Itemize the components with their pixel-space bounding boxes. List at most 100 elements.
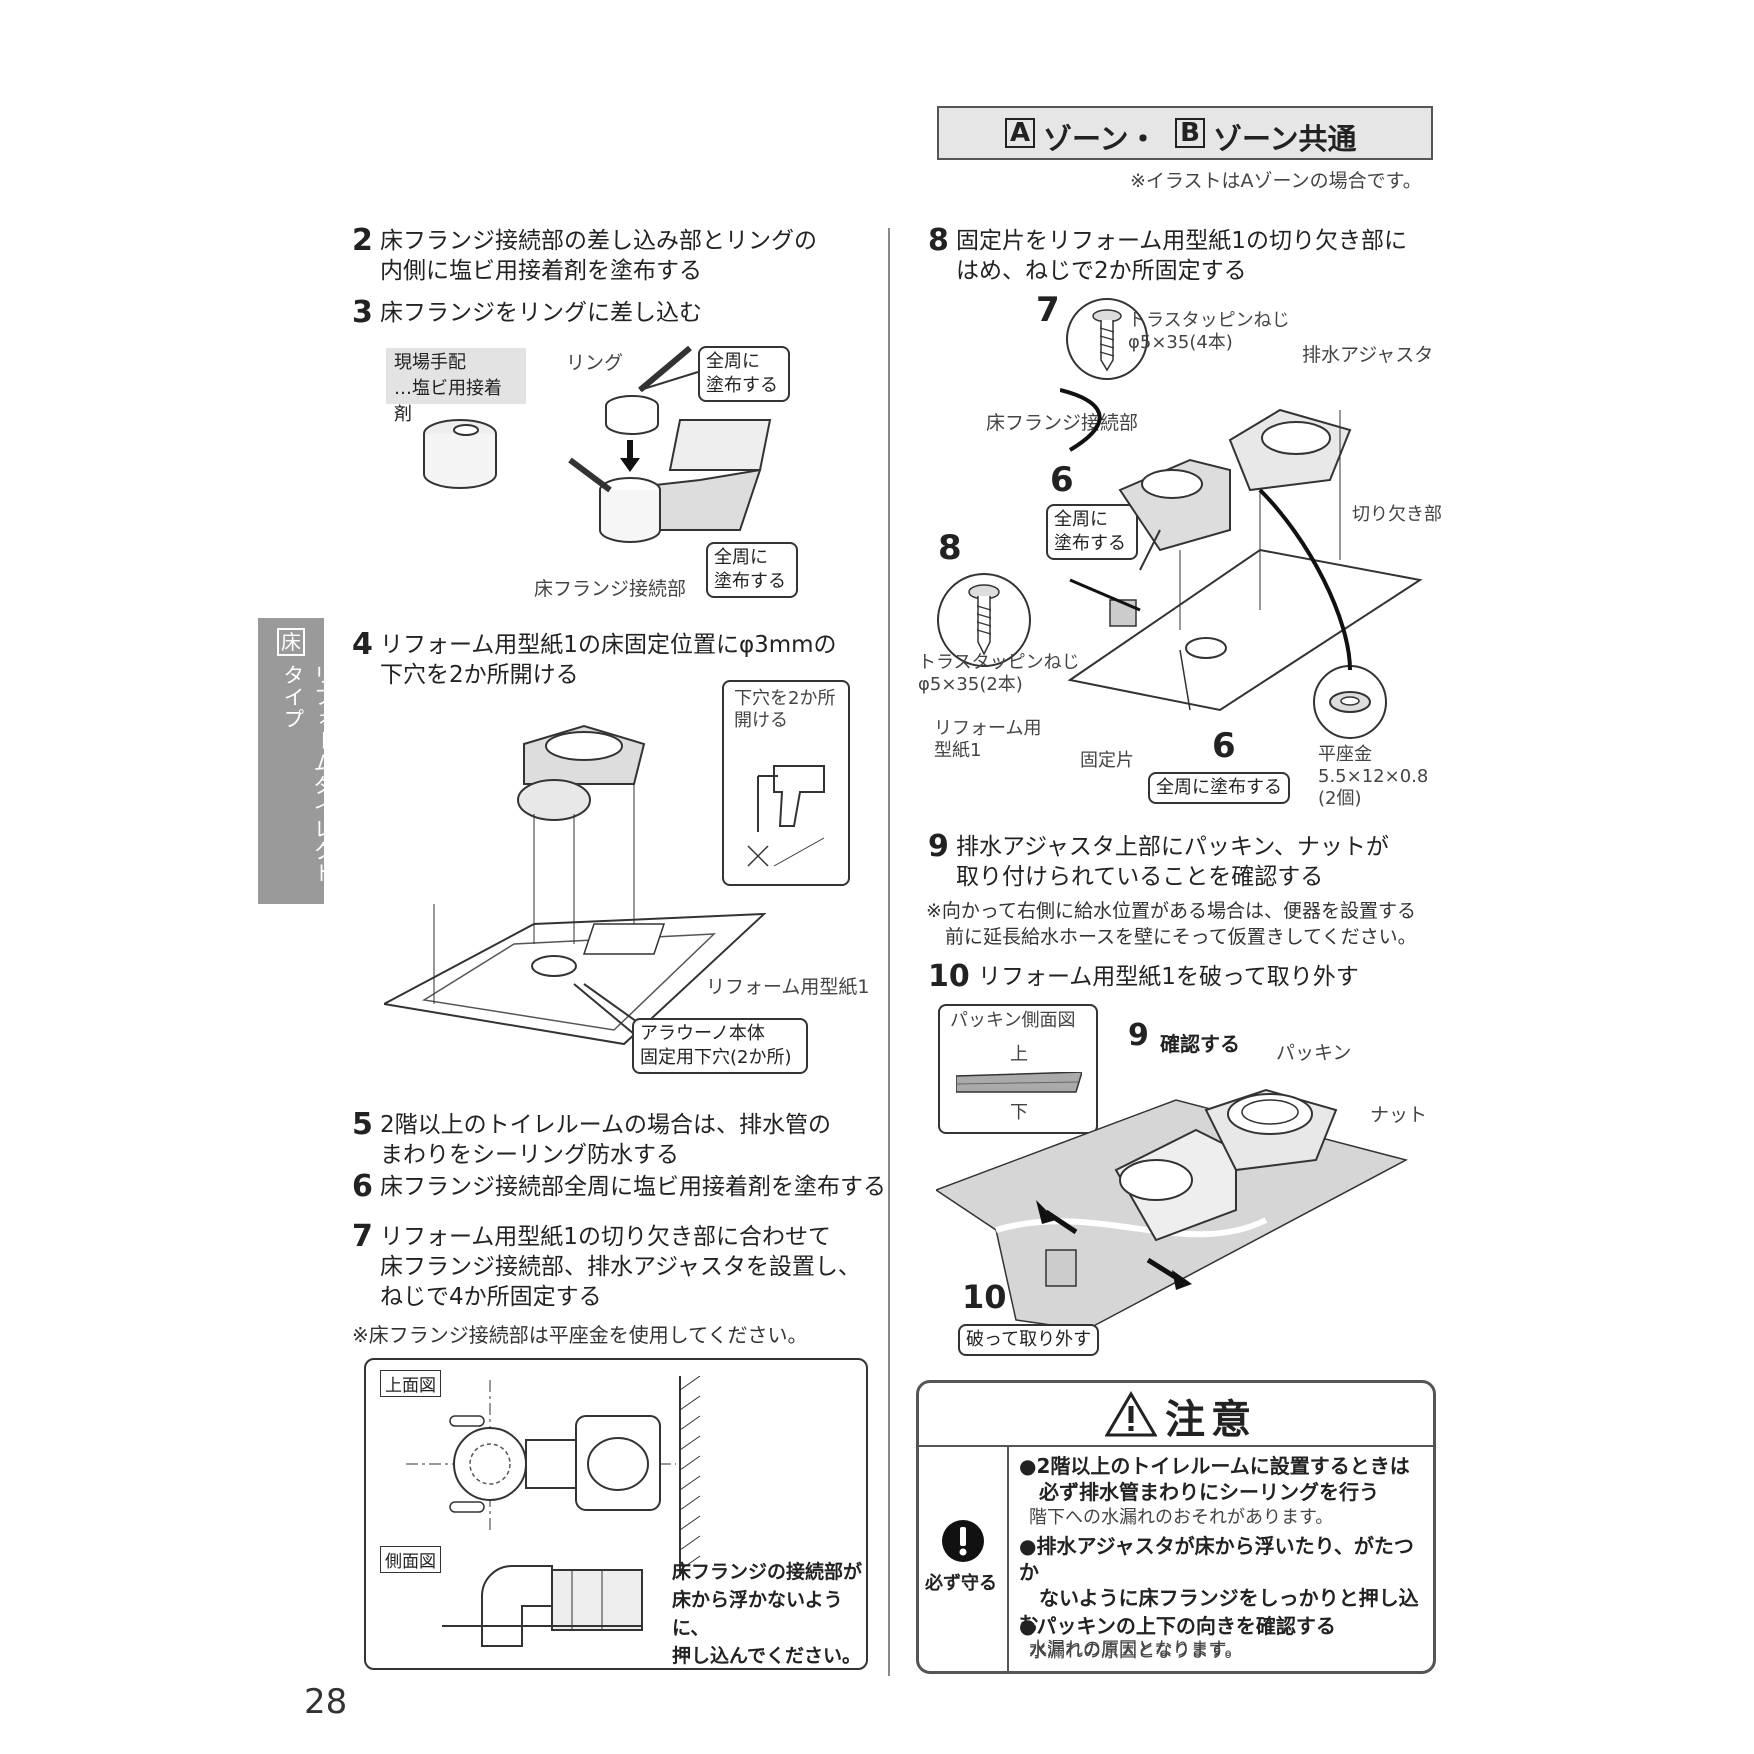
caution-item-3: ●パッキンの上下の向きを確認する 水漏れの原因となります。 [1019, 1613, 1429, 1665]
template-removal-illustration [936, 1088, 1409, 1331]
step-10: 10 リフォーム用型紙1を破って取り外す [928, 962, 1428, 998]
confirm-label: 確認する [1160, 1032, 1240, 1056]
figure-7-box: 上面図 側面図 床フランジの接続部が 床から浮かないように、 押し込んでください… [364, 1358, 868, 1670]
cutout-label: 切り欠き部 [1352, 504, 1442, 525]
caution-item-1: ●2階以上のトイレルームに設置するときは 必ず排水管まわりにシーリングを行う 階… [1019, 1453, 1429, 1531]
step-9-number: 9 [928, 829, 949, 864]
caution-item-3-sub: 水漏れの原因となります。 [1029, 1641, 1243, 1662]
step-5-number: 5 [352, 1107, 373, 1142]
caution-title: 注意 [1165, 1397, 1257, 1443]
packing-down-label: 下 [1010, 1102, 1028, 1123]
fig8-num-7: 7 [1036, 290, 1060, 330]
caution-item-2: ●排水アジャスタが床から浮いたり、がたつか ないように床フランジをしっかりと押し… [1019, 1533, 1429, 1663]
step-3: 3 床フランジをリングに差し込む [352, 298, 872, 328]
step-9: 9 排水アジャスタ上部にパッキン、ナットが 取り付けられていることを確認する [928, 832, 1428, 892]
packing-side-box: パッキン側面図 上 下 [938, 1004, 1098, 1134]
caution-item-2-bold: ●排水アジャスタが床から浮いたり、がたつか ないように床フランジをしっかりと押し… [1019, 1534, 1419, 1636]
packing-label: パッキン [1276, 1042, 1352, 1064]
drill-callout-box: 下穴を2か所 開ける [722, 680, 850, 886]
step-9-text: 排水アジャスタ上部にパッキン、ナットが 取り付けられていることを確認する [956, 834, 1389, 890]
warning-triangle-icon [1105, 1391, 1157, 1437]
screw-2-circle [937, 573, 1031, 667]
step-3-text: 床フランジをリングに差し込む [380, 300, 702, 326]
step-2-number: 2 [352, 223, 373, 258]
caution-item-1-bold: ●2階以上のトイレルームに設置するときは 必ず排水管まわりにシーリングを行う [1019, 1454, 1410, 1504]
caution-left-cell: 必ず守る [919, 1445, 1009, 1671]
step-5-text: 2階以上のトイレルームの場合は、排水管の まわりをシーリング防水する [380, 1112, 831, 1168]
template-label: リフォーム用型紙1 [706, 976, 870, 998]
flange-label: 床フランジ接続部 [534, 578, 687, 600]
step-9-note: ※向かって右側に給水位置がある場合は、便器を設置する 前に延長給水ホースを壁にそ… [926, 900, 1417, 948]
zone-b-badge: B [1175, 118, 1205, 148]
step-4-number: 4 [352, 627, 373, 662]
template-1-label: リフォーム用 型紙1 [934, 718, 1042, 761]
page-number: 28 [304, 1682, 348, 1722]
zone-header: A ゾーン・ B ゾーン共通 [937, 106, 1433, 160]
adhesive-can-illustration [423, 419, 497, 489]
screw-4-label: トラスタッピンねじ φ5×35(4本) [1128, 310, 1290, 353]
step-2-text: 床フランジ接続部の差し込み部とリングの 内側に塩ビ用接着剤を塗布する [380, 228, 817, 284]
fixing-piece-label: 固定片 [1080, 750, 1134, 771]
drill-callout-text: 下穴を2か所 開ける [734, 688, 836, 731]
column-divider [888, 228, 890, 1676]
apply-all-callout-3: 全周に 塗布する [1046, 504, 1138, 560]
step-8: 8 固定片をリフォーム用型紙1の切り欠き部に はめ、ねじで2か所固定する [928, 226, 1428, 286]
caution-header: 注意 [919, 1383, 1433, 1447]
adjuster-label: 排水アジャスタ [1302, 344, 1434, 366]
side-view-label: 側面図 [380, 1546, 441, 1573]
adjuster-install-illustration [1060, 388, 1423, 712]
ring-label: リング [566, 352, 624, 374]
drill-icon [747, 765, 825, 867]
step-8-text: 固定片をリフォーム用型紙1の切り欠き部に はめ、ねじで2か所固定する [956, 228, 1407, 284]
step-3-number: 3 [352, 295, 373, 330]
packing-side-title: パッキン側面図 [950, 1010, 1076, 1031]
supply-box: 現場手配 …塩ビ用接着剤 [386, 348, 526, 425]
packing-profile [956, 1072, 1082, 1093]
fig10-num-9: 9 [1128, 1018, 1149, 1053]
step-7-note: ※床フランジ接続部は平座金を使用してください。 [352, 1323, 808, 1347]
caution-item-3-bold: ●パッキンの上下の向きを確認する [1019, 1614, 1336, 1638]
top-view-label: 上面図 [380, 1370, 441, 1397]
template-drilling-illustration [384, 724, 767, 1046]
step-8-number: 8 [928, 223, 949, 258]
screw-4-circle [1066, 298, 1148, 380]
side-tab-label: リフォームダイレクトタイプ [281, 664, 335, 884]
step-5: 5 2階以上のトイレルームの場合は、排水管の まわりをシーリング防水する [352, 1110, 872, 1170]
fig10-num-10: 10 [962, 1278, 1007, 1316]
side-tab-icon: 床 [277, 628, 305, 656]
apply-all-callout-2: 全周に 塗布する [706, 542, 798, 598]
caution-box: 注意 必ず守る ●2階以上のトイレルームに設置するときは 必ず排水管まわりにシー… [916, 1380, 1436, 1674]
zone-a-text: ゾーン・ [1043, 122, 1158, 156]
step-7: 7 リフォーム用型紙1の切り欠き部に合わせて 床フランジ接続部、排水アジャスタを… [352, 1222, 872, 1314]
flange-ring-illustration [568, 345, 772, 543]
step-4-text: リフォーム用型紙1の床固定位置にφ3mmの 下穴を2か所開ける [380, 632, 837, 688]
step-10-text: リフォーム用型紙1を破って取り外す [978, 964, 1359, 990]
zone-a-badge: A [1005, 118, 1035, 148]
nut-label: ナット [1370, 1104, 1428, 1126]
step-2: 2 床フランジ接続部の差し込み部とリングの 内側に塩ビ用接着剤を塗布する [352, 226, 872, 286]
step-10-number: 10 [928, 959, 970, 994]
caution-item-2-sub: 水漏れの原因となります。 [1029, 1639, 1243, 1660]
apply-all-callout-4: 全周に塗布する [1148, 772, 1290, 804]
body-holes-callout: アラウーノ本体 固定用下穴(2か所) [632, 1018, 808, 1074]
wall-hatch [679, 1376, 701, 1576]
apply-all-callout-1: 全周に 塗布する [698, 346, 790, 402]
fig8-num-6a: 6 [1050, 460, 1074, 500]
top-view-illustration [406, 1380, 676, 1530]
step-6: 6 床フランジ接続部全周に塩ビ用接着剤を塗布する [352, 1172, 892, 1202]
zone-b-text: ゾーン共通 [1213, 122, 1357, 156]
step-6-number: 6 [352, 1169, 373, 1204]
screw-2-label: トラスタッピンねじ φ5×35(2本) [918, 652, 1080, 695]
exclamation-icon [942, 1520, 984, 1562]
illustration-note: ※イラストはAゾーンの場合です。 [1130, 170, 1422, 192]
press-note: 床フランジの接続部が 床から浮かないように、 押し込んでください。 [672, 1561, 863, 1667]
washer-label: 平座金 5.5×12×0.8 (2個) [1318, 744, 1429, 809]
side-tab: 床 リフォームダイレクトタイプ [258, 618, 335, 904]
packing-up-label: 上 [1010, 1044, 1028, 1065]
caution-item-1-sub: 階下への水漏れのおそれがあります。 [1029, 1507, 1334, 1528]
fig8-num-8: 8 [938, 528, 962, 568]
step-7-text: リフォーム用型紙1の切り欠き部に合わせて 床フランジ接続部、排水アジャスタを設置… [380, 1224, 861, 1310]
fig8-num-6b: 6 [1212, 726, 1236, 766]
must-follow-label: 必ず守る [925, 1573, 997, 1594]
step-7-number: 7 [352, 1219, 373, 1254]
